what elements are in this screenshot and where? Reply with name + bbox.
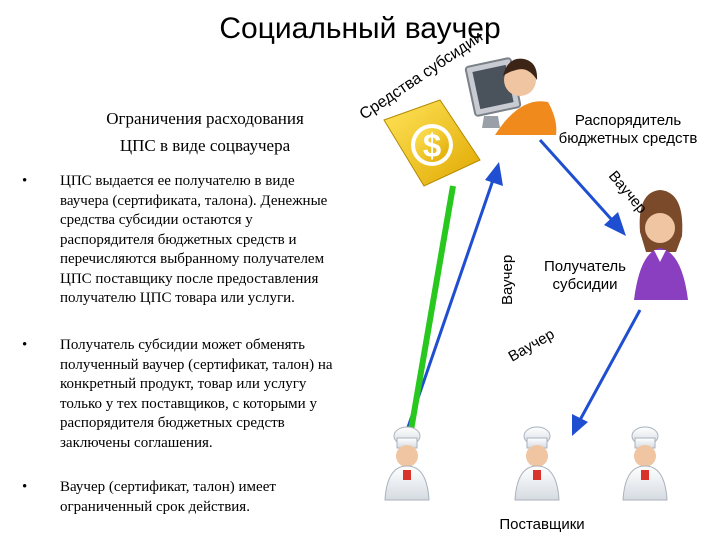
supplier-chef-icon-3 — [622, 426, 668, 501]
arrow-recipient-to-supplier — [572, 309, 642, 436]
voucher-label-vertical: Ваучер — [499, 255, 516, 305]
subtitle-line-1: Ограничения расходования — [106, 109, 304, 128]
bullet-item: ЦПС выдается ее получателю в виде ваучер… — [22, 172, 340, 309]
voucher-label-top: Ваучер — [605, 168, 650, 217]
distributor-label: Распорядитель бюджетных средств — [538, 112, 718, 148]
bullet-item: Получатель субсидии может обменять получ… — [22, 336, 352, 453]
subtitle: Ограничения расходования ЦПС в виде соцв… — [55, 105, 355, 159]
coin-symbol: $ — [423, 127, 441, 164]
bullet-list-3: Ваучер (сертификат, талон) имеет огранич… — [22, 478, 312, 517]
suppliers-label: Поставщики — [499, 516, 585, 533]
recipient-person-icon — [634, 190, 688, 300]
recipient-label-line-1: Получатель — [544, 258, 626, 275]
coin-dollar-icon: $ — [383, 99, 481, 187]
bullet-list-2: Получатель субсидии может обменять получ… — [22, 336, 352, 453]
supplier-chef-icon-2 — [514, 426, 560, 501]
bullet-list-1: ЦПС выдается ее получателю в виде ваучер… — [22, 172, 340, 309]
subtitle-line-2: ЦПС в виде соцваучера — [119, 136, 291, 155]
supplier-chef-icon-1 — [384, 426, 430, 501]
recipient-label-line-2: субсидии — [552, 276, 618, 293]
recipient-label: Получатель субсидии — [530, 258, 640, 294]
distributor-person-icon — [464, 57, 557, 135]
voucher-label-bottom: Ваучер — [506, 326, 558, 366]
page-title: Социальный ваучер — [219, 12, 501, 45]
distributor-label-line-2: бюджетных средств — [558, 130, 698, 147]
bullet-item: Ваучер (сертификат, талон) имеет огранич… — [22, 478, 312, 517]
distributor-label-line-1: Распорядитель — [574, 112, 682, 129]
arrow-distributor-to-recipient — [538, 138, 626, 236]
